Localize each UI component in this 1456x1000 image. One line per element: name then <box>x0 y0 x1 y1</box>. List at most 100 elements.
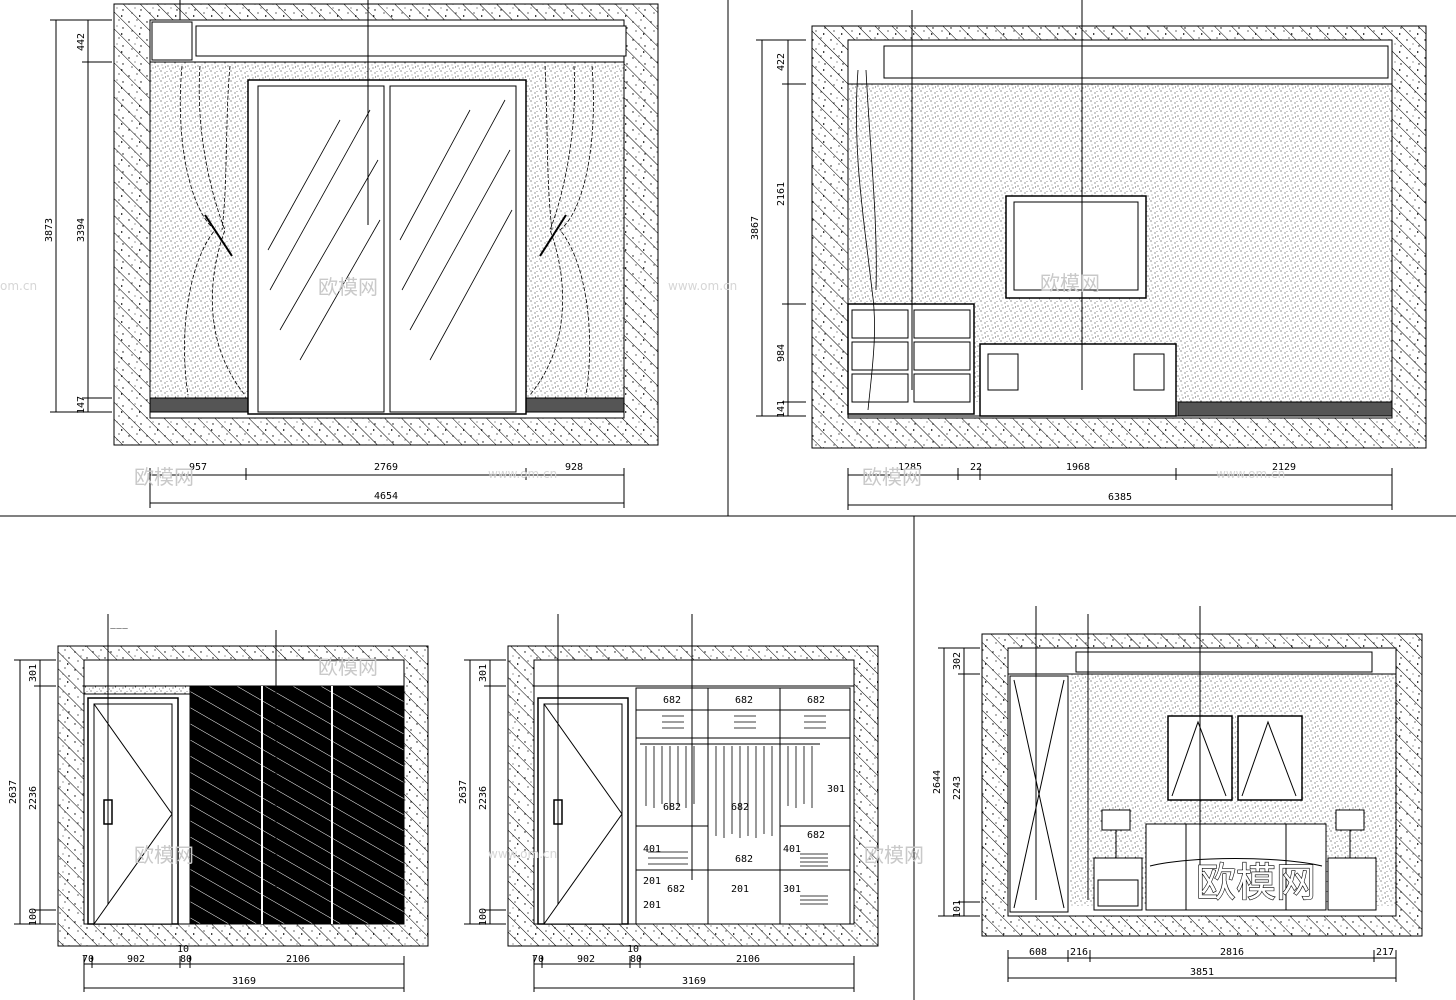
dim-height-skirting: 100 <box>478 908 489 926</box>
dim-height-wall: 2161 <box>776 182 787 206</box>
brand-logo-text: 欧模网 <box>1196 860 1316 906</box>
elevation-d: 682 682 682 682 682 682 682 682 401 401 … <box>458 614 879 992</box>
wardrobe-label-8: 682 <box>731 802 749 813</box>
leader-note-1: ——— <box>110 625 128 632</box>
wardrobe-label-4: 682 <box>663 802 681 813</box>
watermark-brand-1: 欧模网 <box>318 275 378 299</box>
width-dimensions <box>1007 950 1397 982</box>
bedside-lamp-left <box>1093 809 1143 911</box>
dim-height-top: 302 <box>952 652 963 670</box>
wardrobe-label-1: 682 <box>663 695 681 706</box>
watermark-brand-7: 欧模网 <box>864 843 924 867</box>
dim-width-total: 3169 <box>232 976 256 987</box>
height-dimensions <box>938 647 980 917</box>
dim-width-2: 902 <box>127 954 145 965</box>
dim-height-skirting: 141 <box>776 400 787 418</box>
open-wardrobe <box>635 687 851 925</box>
height-dimensions <box>14 659 56 925</box>
dim-width-1: 957 <box>189 462 207 473</box>
width-dimensions <box>83 956 405 992</box>
watermarks: 欧模网 欧模网 欧模网 欧模网 欧模网 欧模网 欧模网 www.om.cn ww… <box>0 271 1317 907</box>
elevation-c: ——— 2637 301 2236 100 70 902 10 80 2106 … <box>8 614 429 992</box>
folded-items <box>648 715 828 905</box>
dim-height-cornice: 442 <box>76 33 87 51</box>
dim-height-wall: 2243 <box>952 776 963 800</box>
dim-height-total: 2637 <box>458 780 469 804</box>
dim-width-4: 80 <box>180 954 192 965</box>
dim-width-5: 2106 <box>736 954 760 965</box>
dim-height-cabinet: 984 <box>776 344 787 362</box>
dim-width-2: 22 <box>970 462 982 473</box>
watermark-url-2: www.om.cn <box>488 467 557 481</box>
wardrobe-label-6: 682 <box>807 830 825 841</box>
elevation-b: 3867 422 2161 984 141 1285 22 1968 2129 … <box>750 0 1427 510</box>
dim-width-1: 70 <box>532 954 544 965</box>
dim-height-skirting: 101 <box>952 900 963 918</box>
dim-height-total: 2644 <box>932 770 943 794</box>
hanging-clothes <box>645 746 813 838</box>
dim-width-5: 2106 <box>286 954 310 965</box>
width-dimensions <box>847 468 1393 510</box>
watermark-brand-6: 欧模网 <box>134 843 194 867</box>
dim-height-total: 3867 <box>750 216 761 240</box>
curtain <box>855 69 877 411</box>
dim-height-wall: 2236 <box>478 786 489 810</box>
wardrobe-label-13: 201 <box>643 900 661 911</box>
wardrobe-label-9: 401 <box>643 844 661 855</box>
curtain-tieback <box>204 214 567 257</box>
dim-height-cornice: 422 <box>776 53 787 71</box>
dim-width-4: 217 <box>1376 947 1394 958</box>
dim-height-skirting: 147 <box>76 396 87 414</box>
entry-door <box>537 697 629 925</box>
dim-width-3: 928 <box>565 462 583 473</box>
dim-width-total: 3851 <box>1190 967 1214 978</box>
wardrobe-label-3: 682 <box>807 695 825 706</box>
watermark-brand-2: 欧模网 <box>134 465 194 489</box>
dim-height-total: 2637 <box>8 780 19 804</box>
wardrobe-label-12: 201 <box>643 876 661 887</box>
dim-width-3: 2816 <box>1220 947 1244 958</box>
dim-width-total: 3169 <box>682 976 706 987</box>
dim-height-skirting: 100 <box>28 908 39 926</box>
dim-width-total: 4654 <box>374 491 398 502</box>
dim-width-2: 216 <box>1070 947 1088 958</box>
watermark-url-3: www.om.cn <box>1216 467 1285 481</box>
dim-height-top: 301 <box>28 664 39 682</box>
wardrobe-label-5: 682 <box>735 854 753 865</box>
dim-width-1: 1285 <box>898 462 922 473</box>
wardrobe-label-15: 301 <box>783 884 801 895</box>
height-dimensions <box>50 19 112 413</box>
wardrobe-label-10: 401 <box>783 844 801 855</box>
entry-door <box>87 697 179 925</box>
drawer-cabinet <box>847 303 975 415</box>
bed <box>1145 823 1327 911</box>
wardrobe-label-7: 682 <box>667 884 685 895</box>
dim-width-4: 2129 <box>1272 462 1296 473</box>
watermark-url-partial: om.cn <box>0 279 37 293</box>
dim-width-4: 80 <box>630 954 642 965</box>
wardrobe-label-14: 201 <box>731 884 749 895</box>
width-dimensions <box>533 956 855 992</box>
dim-height-wall: 2236 <box>28 786 39 810</box>
tv-screen <box>1005 195 1147 299</box>
dim-width-3: 10 <box>177 944 189 955</box>
dark-glass-wardrobe <box>189 685 405 925</box>
watermark-brand-3: 欧模网 <box>1040 271 1100 295</box>
watermark-url-4: www.om.cn <box>488 847 557 861</box>
wardrobe-label-11: 301 <box>827 784 845 795</box>
tv-console <box>979 343 1177 417</box>
dim-height-wall: 3394 <box>76 218 87 242</box>
dim-width-2: 2769 <box>374 462 398 473</box>
watermark-brand-5: 欧模网 <box>318 655 378 679</box>
height-dimensions <box>756 39 806 417</box>
bedside-lamp-right <box>1327 809 1377 911</box>
wardrobe-door <box>1009 675 1069 913</box>
dim-width-1: 70 <box>82 954 94 965</box>
dim-width-3: 10 <box>627 944 639 955</box>
dim-width-3: 1968 <box>1066 462 1090 473</box>
sliding-glass-door <box>247 79 527 415</box>
height-dimensions <box>464 659 506 925</box>
watermark-brand-4: 欧模网 <box>862 465 922 489</box>
